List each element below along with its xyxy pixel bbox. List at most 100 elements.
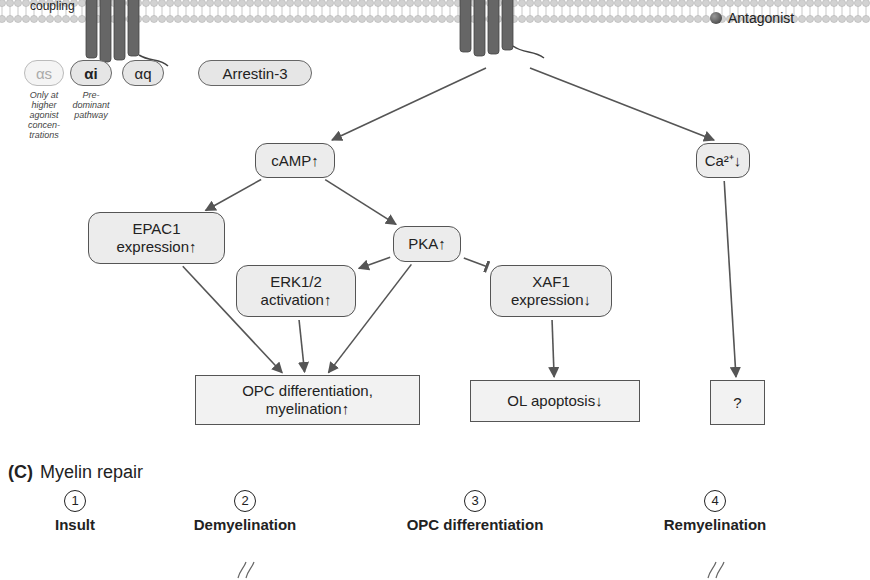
lipid-head bbox=[246, 0, 253, 7]
lipid-head bbox=[414, 0, 421, 7]
lipid-head bbox=[694, 15, 701, 22]
lipid-tail bbox=[690, 6, 691, 16]
node-text: Ca²⁺↓ bbox=[705, 152, 742, 170]
lipid-head bbox=[286, 0, 293, 7]
lipid-head bbox=[342, 0, 349, 7]
lipid-head bbox=[398, 0, 405, 7]
lipid-head bbox=[670, 0, 677, 7]
lipid-head bbox=[862, 15, 869, 22]
lipid-head bbox=[534, 0, 541, 7]
lipid-head bbox=[390, 0, 397, 7]
lipid-head bbox=[846, 15, 853, 22]
lipid-tail bbox=[274, 6, 275, 16]
lipid-head bbox=[606, 0, 613, 7]
lipid-head bbox=[830, 15, 837, 22]
lipid-tail bbox=[154, 6, 155, 16]
lipid-tail bbox=[818, 6, 819, 16]
lipid-tail bbox=[234, 6, 235, 16]
process-box: cAMP↑ bbox=[255, 143, 335, 178]
lipid-tail bbox=[282, 6, 283, 16]
lipid-head bbox=[558, 0, 565, 7]
lipid-tail bbox=[98, 6, 99, 16]
lipid-head bbox=[366, 0, 373, 7]
lipid-head bbox=[622, 15, 629, 22]
lipid-tail bbox=[610, 6, 611, 16]
lipid-tail bbox=[522, 6, 523, 16]
lipid-head bbox=[582, 15, 589, 22]
signal-arrows bbox=[332, 68, 714, 140]
lipid-head bbox=[302, 15, 309, 22]
lipid-tail bbox=[682, 6, 683, 16]
lipid-head bbox=[854, 15, 861, 22]
receptor-left bbox=[86, 0, 168, 66]
lipid-head bbox=[150, 0, 157, 7]
lipid-head bbox=[646, 0, 653, 7]
lipid-head bbox=[518, 15, 525, 22]
lipid-head bbox=[270, 15, 277, 22]
lipid-head bbox=[414, 15, 421, 22]
lipid-head bbox=[398, 15, 405, 22]
section-label: coupling bbox=[30, 0, 90, 13]
lipid-tail bbox=[658, 6, 659, 16]
lipid-head bbox=[670, 15, 677, 22]
lipid-tail bbox=[178, 6, 179, 16]
lipid-head bbox=[654, 0, 661, 7]
lipid-tail bbox=[402, 6, 403, 16]
lipid-head bbox=[806, 15, 813, 22]
lipid-head bbox=[630, 0, 637, 7]
callout-number: 3 bbox=[464, 490, 486, 512]
lipid-tail bbox=[706, 6, 707, 16]
lipid-head bbox=[190, 0, 197, 7]
lipid-head bbox=[22, 15, 29, 22]
lipid-tail bbox=[666, 6, 667, 16]
lipid-tail bbox=[18, 6, 19, 16]
lipid-tail bbox=[218, 6, 219, 16]
lipid-tail bbox=[634, 6, 635, 16]
lipid-head bbox=[182, 0, 189, 7]
lipid-head bbox=[358, 15, 365, 22]
lipid-tail bbox=[442, 6, 443, 16]
lipid-head bbox=[446, 15, 453, 22]
process-box: EPAC1 expression↑ bbox=[88, 212, 225, 264]
lipid-tail bbox=[722, 6, 723, 16]
lipid-tail bbox=[26, 6, 27, 16]
lipid-tail bbox=[354, 6, 355, 16]
lipid-head bbox=[814, 15, 821, 22]
lipid-head bbox=[286, 15, 293, 22]
activation-arrow bbox=[299, 320, 304, 372]
lipid-head bbox=[0, 0, 6, 7]
process-box: XAF1 expression↓ bbox=[490, 265, 612, 317]
lipid-head bbox=[38, 15, 45, 22]
lipid-head bbox=[342, 15, 349, 22]
lipid-head bbox=[334, 15, 341, 22]
lipid-head bbox=[0, 15, 6, 22]
myelin-sketch bbox=[238, 562, 724, 578]
lipid-tail bbox=[810, 6, 811, 16]
lipid-head bbox=[438, 0, 445, 7]
lipid-tail bbox=[450, 6, 451, 16]
node-text: OL apoptosis↓ bbox=[507, 392, 602, 410]
lipid-tail bbox=[290, 6, 291, 16]
annotation-note: Only at higher agonist concen-trations bbox=[21, 90, 67, 140]
lipid-tail bbox=[386, 6, 387, 16]
lipid-head bbox=[526, 0, 533, 7]
lipid-head bbox=[294, 15, 301, 22]
lipid-head bbox=[294, 0, 301, 7]
lipid-head bbox=[678, 15, 685, 22]
lipid-head bbox=[822, 15, 829, 22]
lipid-head bbox=[206, 0, 213, 7]
lipid-head bbox=[62, 15, 69, 22]
lipid-head bbox=[318, 15, 325, 22]
lipid-tail bbox=[346, 6, 347, 16]
step-marker: 4Remyelination bbox=[635, 490, 795, 550]
lipid-head bbox=[638, 15, 645, 22]
lipid-head bbox=[406, 0, 413, 7]
lipid-head bbox=[710, 0, 717, 7]
lipid-head bbox=[6, 0, 13, 7]
lipid-head bbox=[438, 15, 445, 22]
lipid-tail bbox=[674, 6, 675, 16]
lipid-tail bbox=[170, 6, 171, 16]
lipid-tail bbox=[426, 6, 427, 16]
lipid-tail bbox=[626, 6, 627, 16]
lipid-head bbox=[446, 0, 453, 7]
